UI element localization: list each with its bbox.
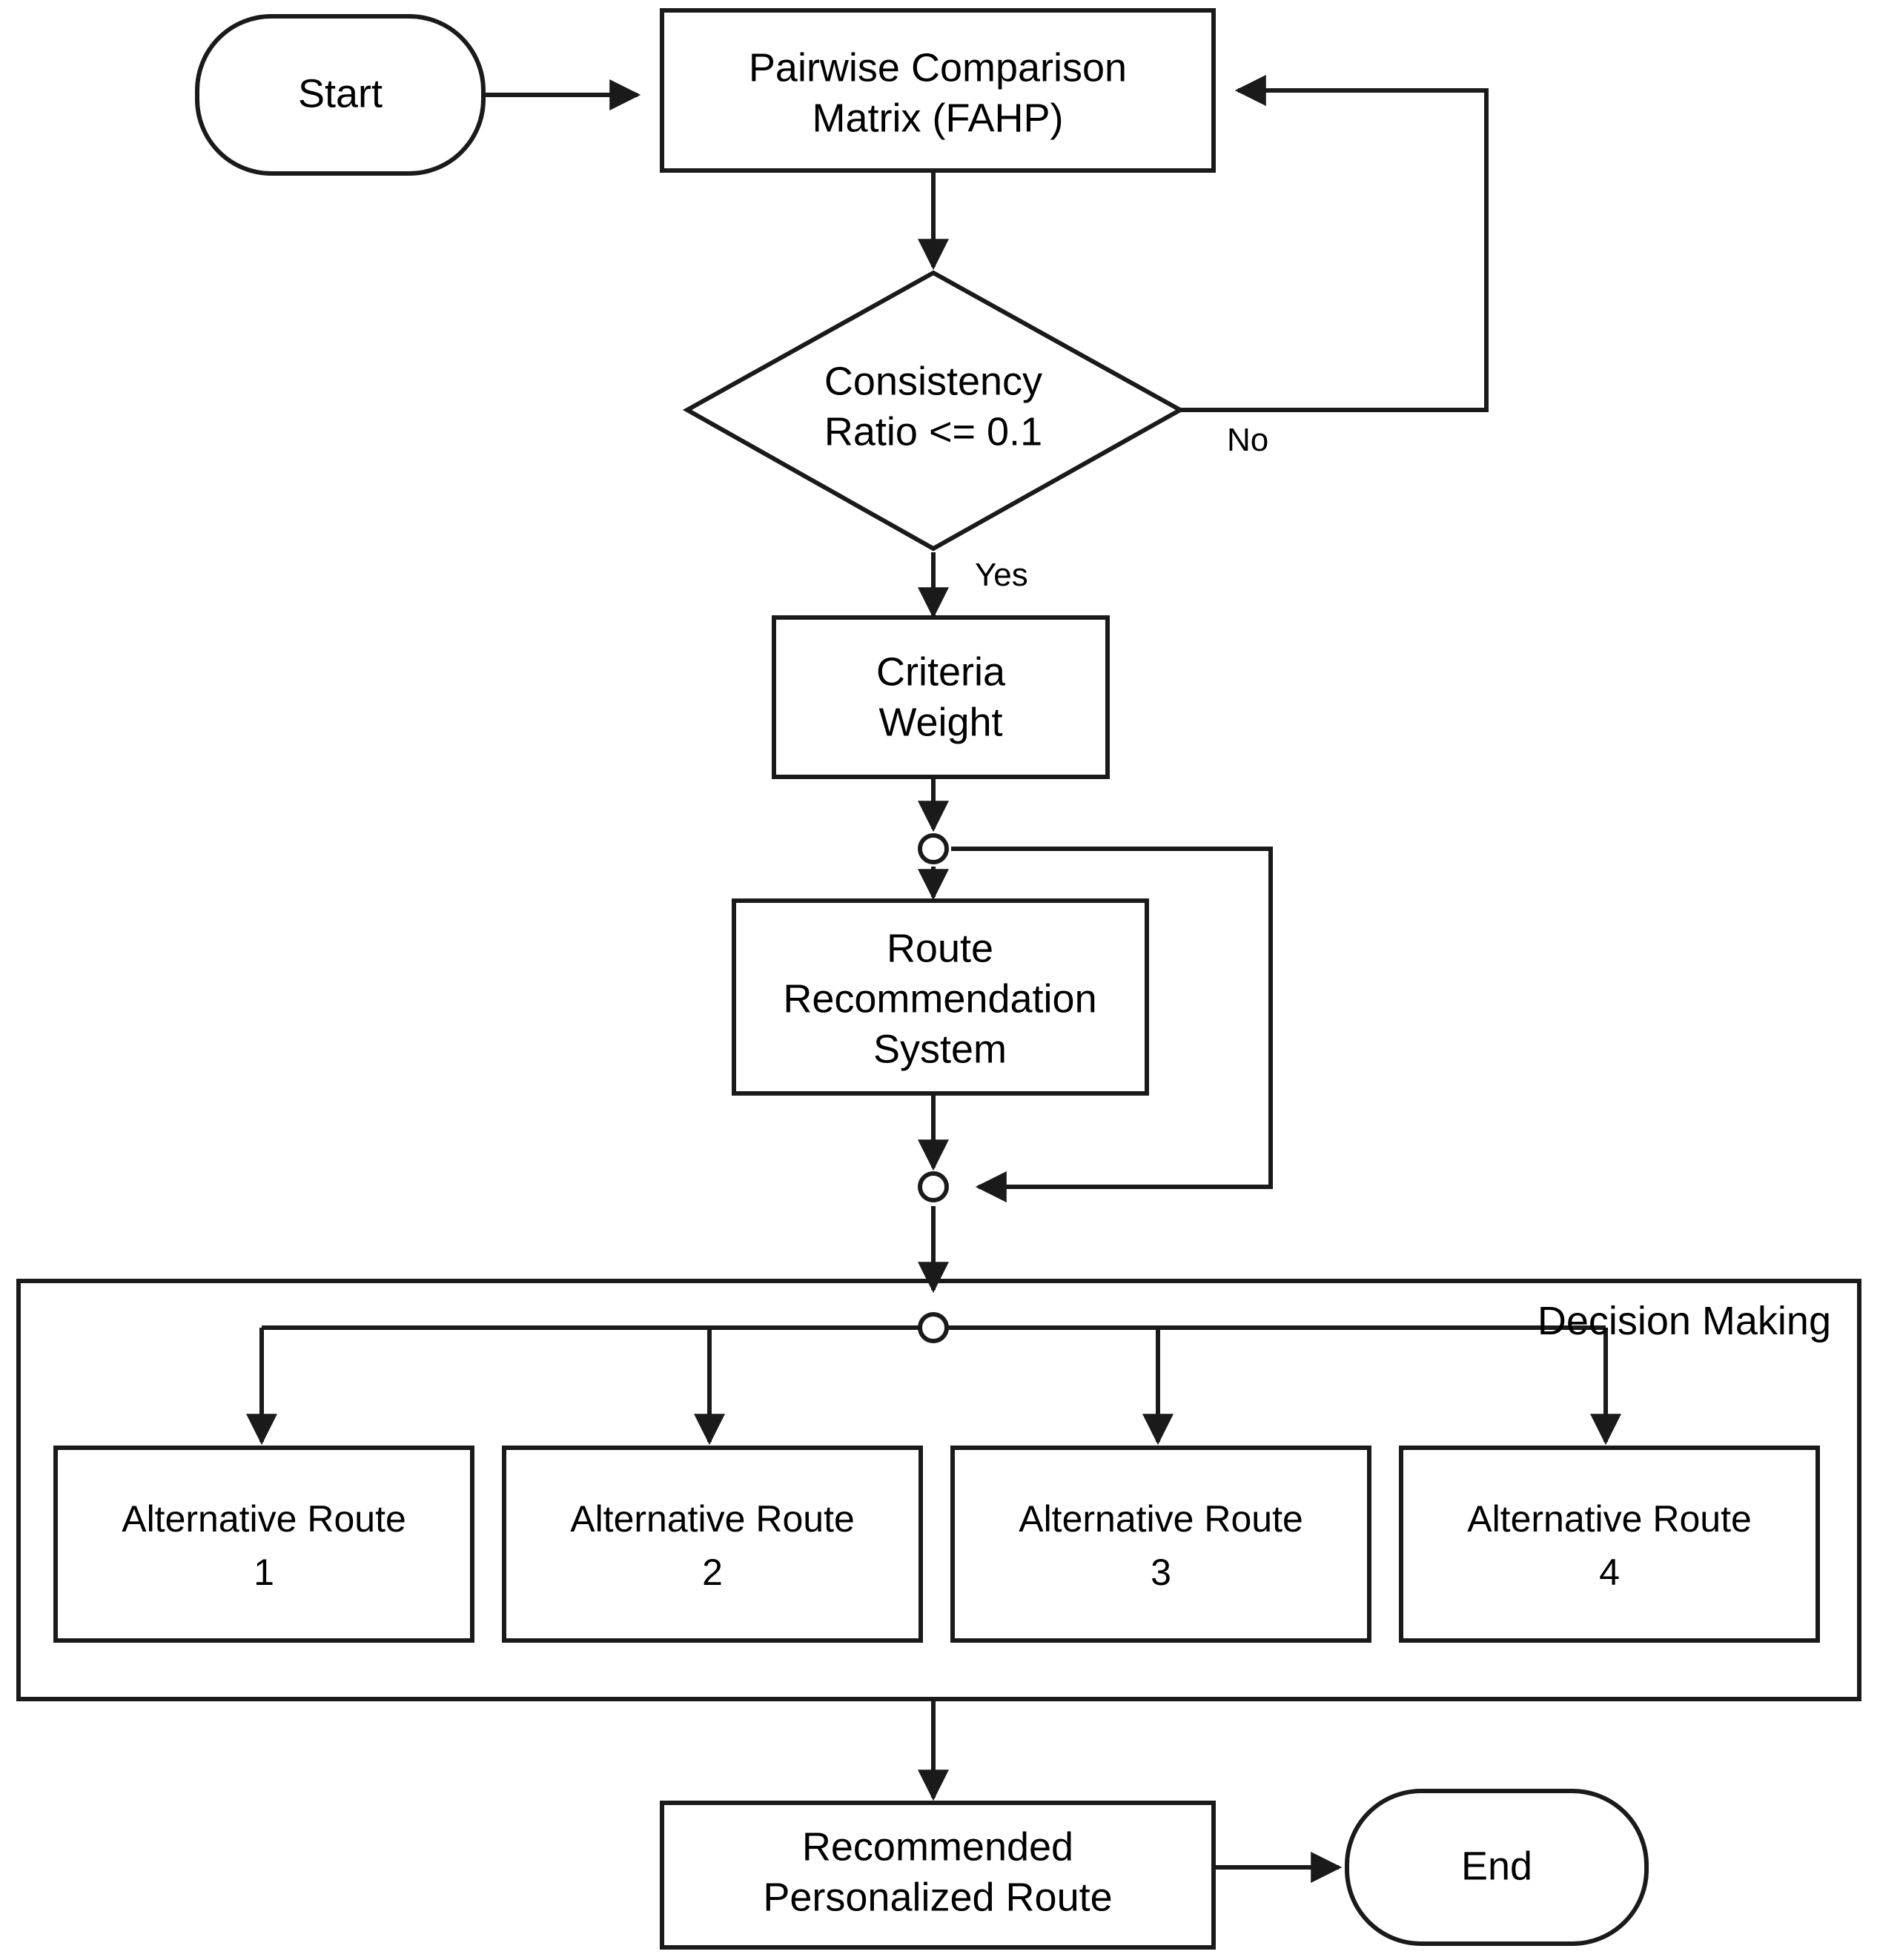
node-pairwise-line1: Pairwise Comparison [749,45,1127,90]
node-consistency-line1: Consistency [824,359,1042,403]
edge-junction1-bypass-to-junction2 [951,847,1273,1202]
node-pairwise-comparison-matrix[interactable] [660,8,1216,173]
node-consistency-line2: Ratio <= 0.1 [824,409,1042,454]
node-recommended-line2: Personalized Route [763,1875,1112,1919]
node-criteria-line2: Weight [878,700,1002,744]
junction-node-3 [918,1312,949,1343]
edge-label-yes: Yes [975,557,1028,593]
node-alt-4-line1: Alternative Route [1467,1498,1752,1540]
node-recommended-personalized-route[interactable] [660,1801,1216,1950]
node-alt-1-line1: Alternative Route [122,1498,406,1540]
node-alternative-route-1[interactable] [53,1446,474,1643]
junction-node-1 [918,833,949,864]
node-recommended-line1: Recommended [802,1824,1073,1869]
node-pairwise-line2: Matrix (FAHP) [812,96,1063,140]
node-consistency-ratio-decision[interactable] [682,270,1185,552]
node-end-label: End [1461,1844,1532,1888]
node-alt-1-line2: 1 [254,1552,274,1593]
node-alternative-route-2[interactable] [502,1446,923,1643]
node-alt-3-line1: Alternative Route [1019,1498,1303,1540]
node-start[interactable] [195,14,486,176]
node-route-system-line1: Route [887,926,993,970]
decision-making-label: Decision Making [1538,1299,1831,1343]
edge-label-no: No [1227,422,1268,458]
node-alt-2-line2: 2 [702,1552,723,1593]
edge-consistency-no-loop [1179,75,1489,412]
node-route-recommendation-system[interactable] [732,898,1149,1096]
node-alternative-route-3[interactable] [950,1446,1371,1643]
node-criteria-weight[interactable] [772,615,1110,779]
node-alternative-route-4[interactable] [1399,1446,1820,1643]
decision-making-container [16,1279,1861,1701]
node-route-system-line2: Recommendation [783,976,1096,1021]
node-route-system-line3: System [873,1027,1007,1071]
node-alt-4-line2: 4 [1599,1552,1620,1593]
node-alt-3-line2: 3 [1151,1552,1171,1593]
node-start-label: Start [298,71,383,116]
junction-node-2 [918,1171,949,1202]
node-end[interactable] [1345,1789,1649,1946]
node-criteria-line1: Criteria [876,649,1006,694]
node-alt-2-line1: Alternative Route [570,1498,855,1540]
